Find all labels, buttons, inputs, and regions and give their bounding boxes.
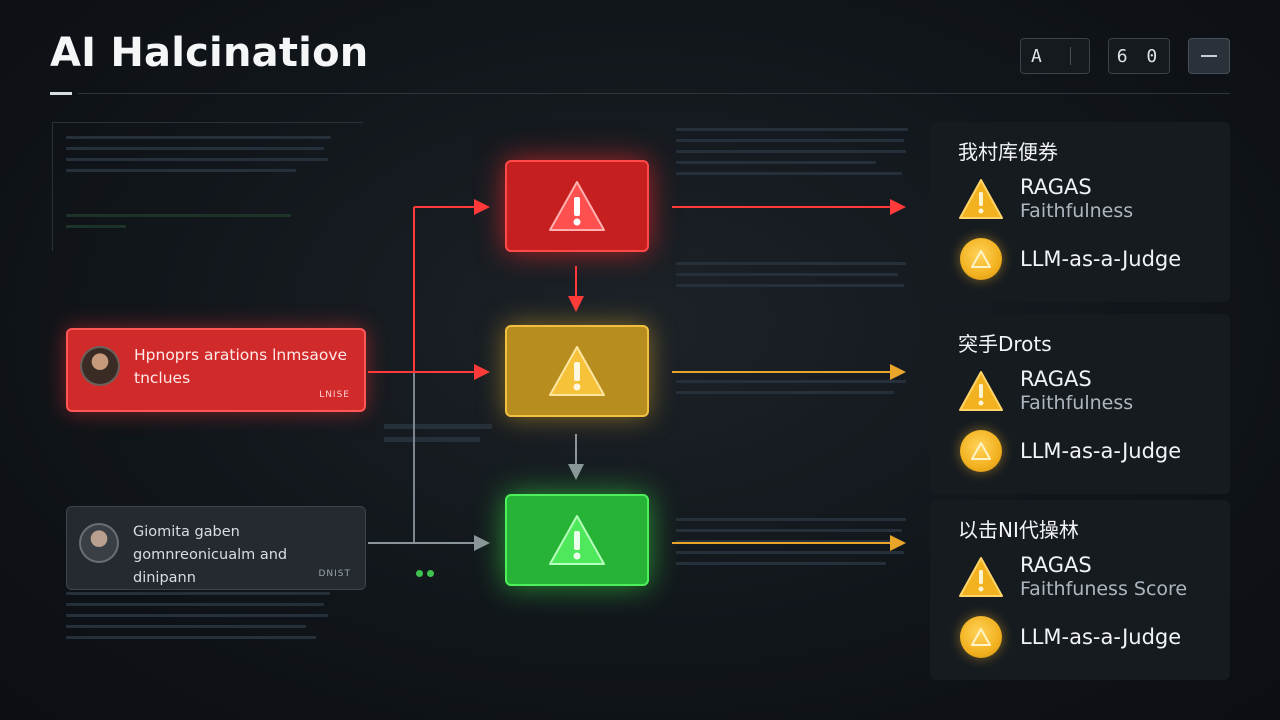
judge-coin-icon [960,430,1002,472]
counter-display[interactable]: 6 0 [1108,38,1170,74]
judge-label: LLM-as-a-Judge [1020,247,1182,271]
panel-heading: 我村库便券 [958,140,1058,164]
metric-subtitle: Faithfulness [1020,200,1134,222]
background-text-block [66,592,336,647]
avatar [80,346,120,386]
counter-label: 6 0 [1116,45,1162,67]
background-text-block [66,136,336,180]
warning-icon [959,371,1003,411]
warning-node-yellow[interactable] [505,325,649,417]
metric-row-ragas[interactable]: RAGAS Faithfuness Score [958,552,1230,602]
metric-subtitle: Faithfulness [1020,392,1134,414]
input-card-tag: DNIST [318,569,351,579]
metric-row-ragas[interactable]: RAGAS Faithfulness [958,366,1230,416]
toolbar-separator [1070,47,1071,65]
warning-node-green[interactable] [505,494,649,586]
metric-panel: 以击NI代操林 RAGAS Faithfuness Score LLM-as-a… [930,500,1230,680]
warning-node-red[interactable] [505,160,649,252]
background-text-block [66,214,296,236]
metric-row-judge[interactable]: LLM-as-a-Judge [958,612,1230,662]
font-toggle-label: A [1031,45,1042,67]
judge-label: LLM-as-a-Judge [1020,625,1182,649]
metric-row-ragas[interactable]: RAGAS Faithfulness [958,174,1230,224]
judge-label: LLM-as-a-Judge [1020,439,1182,463]
metric-row-judge[interactable]: LLM-as-a-Judge [958,234,1230,284]
metric-subtitle: Faithfuness Score [1020,578,1188,600]
panel-heading: 突手Drots [958,332,1052,356]
page-title: AI Halcination [50,30,369,76]
warning-icon [959,179,1003,219]
avatar [79,523,119,563]
title-underline [50,92,72,95]
input-card-hallucinated[interactable]: Hpnoprs arations lnmsaove tnclues LNISE [66,328,366,412]
metric-name: RAGAS [1020,175,1092,199]
background-bracket [52,122,363,251]
header-divider [78,93,1230,94]
background-text-block [676,262,911,295]
warning-icon [549,515,605,565]
judge-coin-icon [960,238,1002,280]
input-card-text: Hpnoprs arations lnmsaove tnclues [134,346,348,387]
metric-panel: 我村库便券 RAGAS Faithfulness LLM-as-a-Judge [930,122,1230,302]
judge-coin-icon [960,616,1002,658]
input-card-grounded[interactable]: Giomita gaben gomnreonicualm and dinipan… [66,506,366,590]
background-text-block [676,380,911,402]
font-toggle-button[interactable]: A [1020,38,1090,74]
status-dots [416,562,438,581]
metric-row-judge[interactable]: LLM-as-a-Judge [958,426,1230,476]
metric-name: RAGAS [1020,553,1092,577]
warning-icon [549,181,605,231]
warning-icon [959,557,1003,597]
background-text-block [384,424,494,450]
input-card-tag: LNISE [319,390,350,400]
panel-heading: 以击NI代操林 [958,518,1079,542]
metric-name: RAGAS [1020,367,1092,391]
input-card-text: Giomita gaben gomnreonicualm and dinipan… [133,524,288,586]
background-text-block [676,518,911,573]
metric-panel: 突手Drots RAGAS Faithfulness LLM-as-a-Judg… [930,314,1230,494]
warning-icon [549,346,605,396]
menu-button[interactable] [1188,38,1230,74]
menu-icon [1201,55,1217,57]
background-text-block [676,128,911,183]
